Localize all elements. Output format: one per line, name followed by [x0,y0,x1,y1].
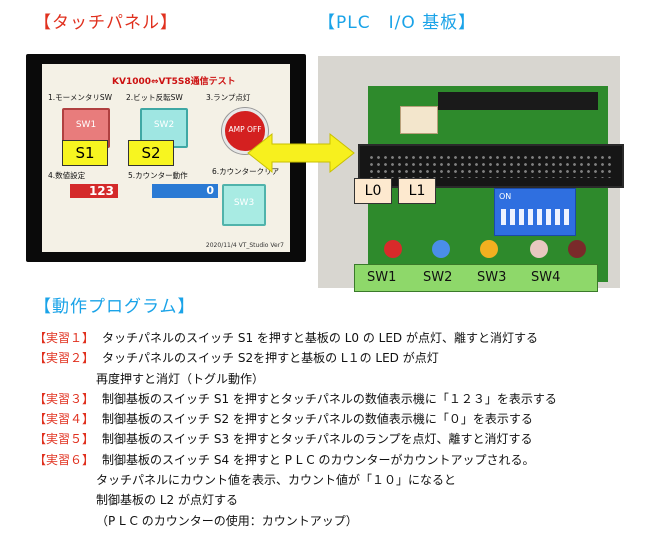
board-switch-3 [480,240,498,258]
label-counter: 5.カウンター動作 [128,171,188,180]
callout-l1: L1 [398,178,436,204]
label-numeric-set: 4.数値設定 [48,171,86,180]
switch-label-sw4: SW4 [531,270,561,285]
list-item: 【実習２】タッチパネルのスイッチ S2を押すと基板の L１の LED が点灯 [34,351,439,366]
list-item: 再度押すと消灯（トグル動作） [96,371,265,386]
label-bit-toggle: 2.ビット反転SW [126,93,183,102]
sw3-button[interactable]: SW3 [222,184,266,226]
bidirectional-arrow-icon [247,132,355,174]
list-item: タッチパネルにカウント値を表示、カウント値が「１０」になると [96,473,457,488]
dip-on-label: ON [499,192,512,201]
amp-lamp-label: AMP OFF [228,125,262,134]
sw3-button-label: SW3 [233,198,255,208]
touch-panel-heading: 【タッチパネル】 [34,13,178,33]
switch-label-sw3: SW3 [477,270,507,285]
numeric-display: 123 [70,184,118,198]
program-list: 【実習１】タッチパネルのスイッチ S1 を押すと基板の L0 の LED が点灯… [34,328,557,531]
sw2-button-label: SW2 [153,120,175,130]
switch-label-bar: SW1 SW2 SW3 SW4 [354,264,598,292]
panel-title: KV1000⇔VT5S8通信テスト [112,77,236,87]
label-counter-clear: 6.カウンタークリア [212,167,280,176]
sw1-button-label: SW1 [75,120,97,130]
white-connector [400,106,438,134]
plc-board-photo: ON L0 L1 [318,56,624,288]
plc-board-heading: 【PLC I/O 基板】 [318,13,477,33]
label-lamp: 3.ランプ点灯 [206,93,251,102]
callout-s2: S2 [128,140,174,166]
list-item: 制御基板の L2 が点灯する [96,493,238,508]
dip-switch: ON [494,188,576,236]
board-switch-4 [530,240,548,258]
counter-display: 0 [152,184,218,198]
list-item: 【実習６】制御基板のスイッチ S4 を押すと P L C のカウンターがカウント… [34,452,535,467]
list-item: 【実習１】タッチパネルのスイッチ S1 を押すと基板の L0 の LED が点灯… [34,331,538,345]
switch-label-sw2: SW2 [423,270,453,285]
switch-label-sw1: SW1 [367,270,397,285]
program-heading: 【動作プログラム】 [34,297,196,317]
board-switch-5 [568,240,586,258]
board-switch-1 [384,240,402,258]
panel-footer: 2020/11/4 VT_Studio Ver7 [205,242,284,249]
callout-s1: S1 [62,140,108,166]
top-connector [438,92,598,110]
list-item: 【実習４】制御基板のスイッチ S2 を押すとタッチパネルの数値表示機に「０」を表… [34,412,533,427]
label-momentary: 1.モーメンタリSW [48,93,113,102]
callout-l0: L0 [354,178,392,204]
board-switch-2 [432,240,450,258]
list-item: 【実習５】制御基板のスイッチ S3 を押すとタッチパネルのランプを点灯、離すと消… [34,432,533,447]
list-item: 【実習３】制御基板のスイッチ S1 を押すとタッチパネルの数値表示機に「１２３」… [34,391,557,406]
list-item: （P L C のカウンターの使用：カウントアップ） [96,513,358,528]
